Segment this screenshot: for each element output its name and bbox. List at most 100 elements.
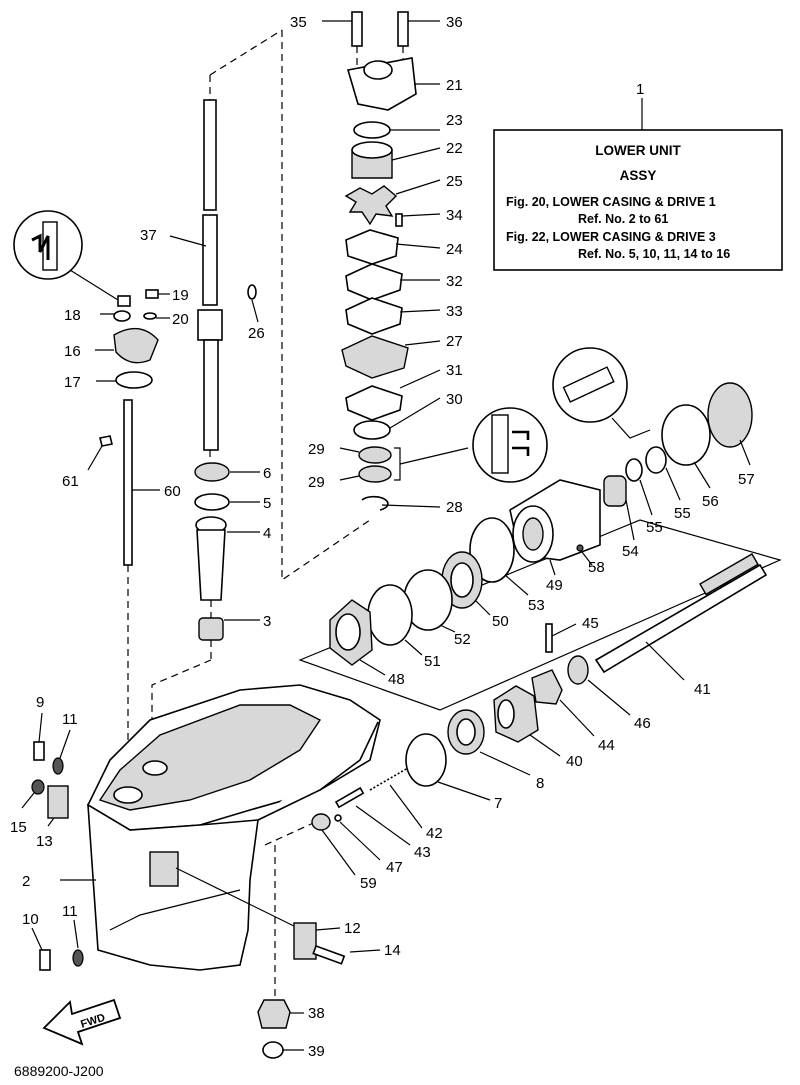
plunger-43 — [334, 786, 365, 809]
plate-23 — [353, 121, 391, 139]
callout-54: 54 — [622, 543, 639, 560]
bolt-35 — [351, 11, 363, 47]
callout-25: 25 — [446, 173, 463, 190]
callout-37: 37 — [140, 227, 157, 244]
key-34 — [395, 213, 403, 227]
spring-46 — [567, 655, 589, 685]
screw-14 — [312, 944, 346, 965]
pinion-38 — [257, 999, 291, 1029]
info-box-line-6: Ref. No. 5, 10, 11, 14 to 16 — [578, 247, 730, 261]
callout-49: 49 — [546, 577, 563, 594]
pin-58 — [576, 544, 584, 552]
callout-46: 46 — [634, 715, 651, 732]
drive-shaft-collar — [197, 309, 223, 341]
gasket-31 — [345, 385, 403, 421]
slider-59 — [311, 813, 331, 831]
callout-11a: 11 — [62, 711, 78, 728]
shim-51 — [367, 584, 413, 646]
detail-circle-seal — [472, 407, 548, 483]
callout-45: 45 — [582, 615, 599, 632]
callout-34: 34 — [446, 207, 463, 224]
shift-rod-housing-16 — [113, 327, 159, 364]
outer-plate-32 — [345, 263, 403, 301]
oil-seal-29a — [358, 446, 392, 464]
ring-nut-57 — [707, 382, 753, 448]
info-box-title: LOWER UNIT — [595, 143, 681, 158]
callout-48: 48 — [388, 671, 405, 688]
gasket-11b — [72, 949, 84, 967]
clip-61 — [99, 435, 113, 447]
ball-47 — [334, 814, 342, 822]
anode-slot — [149, 851, 179, 887]
callout-20: 20 — [172, 311, 189, 328]
o-ring-17 — [115, 371, 153, 389]
bearing-6 — [194, 462, 230, 482]
callout-57: 57 — [738, 471, 755, 488]
callout-32: 32 — [446, 273, 463, 290]
callout-5: 5 — [263, 495, 271, 512]
callout-16: 16 — [64, 343, 81, 360]
callout-44: 44 — [598, 737, 615, 754]
plate-13 — [47, 785, 69, 819]
callout-30: 30 — [446, 391, 463, 408]
callout-29b: 29 — [308, 474, 325, 491]
callout-4: 4 — [263, 525, 271, 542]
pinion-group — [257, 999, 304, 1059]
callout-59: 59 — [360, 875, 377, 892]
callout-35: 35 — [290, 14, 307, 31]
info-box-frame — [493, 129, 783, 271]
callout-31: 31 — [446, 362, 463, 379]
info-box-line-5: Fig. 22, LOWER CASING & DRIVE 3 — [506, 230, 716, 244]
callout-36: 36 — [446, 14, 463, 31]
drawing-code: 6889200-J200 — [14, 1063, 104, 1079]
callout-47: 47 — [386, 859, 403, 876]
callout-52: 52 — [454, 631, 471, 648]
callout-58: 58 — [588, 559, 605, 576]
anode-12 — [293, 922, 317, 960]
callout-19: 19 — [172, 287, 189, 304]
callout-15: 15 — [10, 819, 27, 836]
bearing-3 — [198, 617, 224, 641]
drive-shaft-group — [151, 29, 283, 760]
fwd-arrow-icon — [42, 998, 122, 1046]
callout-56: 56 — [702, 493, 719, 510]
callout-18: 18 — [64, 307, 81, 324]
gasket-33 — [345, 297, 403, 335]
info-box-line-3: Fig. 20, LOWER CASING & DRIVE 1 — [506, 195, 716, 209]
callout-11b: 11 — [62, 903, 78, 920]
bracket-outline — [298, 519, 782, 711]
callout-38: 38 — [308, 1005, 325, 1022]
washer-56 — [661, 404, 711, 466]
o-ring-53 — [469, 517, 515, 583]
info-box-line-4: Ref. No. 2 to 61 — [578, 212, 668, 226]
callout-6: 6 — [263, 465, 271, 482]
info-box: 1 LOWER UNIT ASSY Fig. 20, LOWER CASING … — [493, 81, 783, 271]
screw-10 — [39, 949, 51, 971]
callout-22: 22 — [446, 140, 463, 157]
callout-53: 53 — [528, 597, 545, 614]
callout-40: 40 — [566, 753, 583, 770]
drive-shaft-lower — [203, 339, 219, 451]
washer-20 — [143, 312, 157, 320]
callout-7: 7 — [494, 795, 502, 812]
woodruff-key — [247, 284, 257, 300]
callout-26: 26 — [248, 325, 265, 342]
callout-3: 3 — [263, 613, 271, 630]
oil-seal-29b — [358, 465, 392, 483]
washer-55b — [645, 446, 667, 474]
callout-41: 41 — [694, 681, 711, 698]
callout-9: 9 — [36, 694, 44, 711]
impeller-25 — [344, 185, 398, 226]
lower-case-group — [60, 684, 381, 1000]
o-ring-30 — [353, 420, 391, 440]
info-box-subtitle: ASSY — [620, 168, 657, 183]
callout-21: 21 — [446, 77, 463, 94]
water-pump-group — [281, 11, 548, 582]
spring-42 — [369, 767, 409, 791]
callout-24: 24 — [446, 241, 463, 258]
gasket-11a — [52, 757, 64, 775]
callout-33: 33 — [446, 303, 463, 320]
callout-1: 1 — [636, 81, 644, 98]
callout-17: 17 — [64, 374, 81, 391]
propeller-shaft-41 — [594, 563, 768, 674]
